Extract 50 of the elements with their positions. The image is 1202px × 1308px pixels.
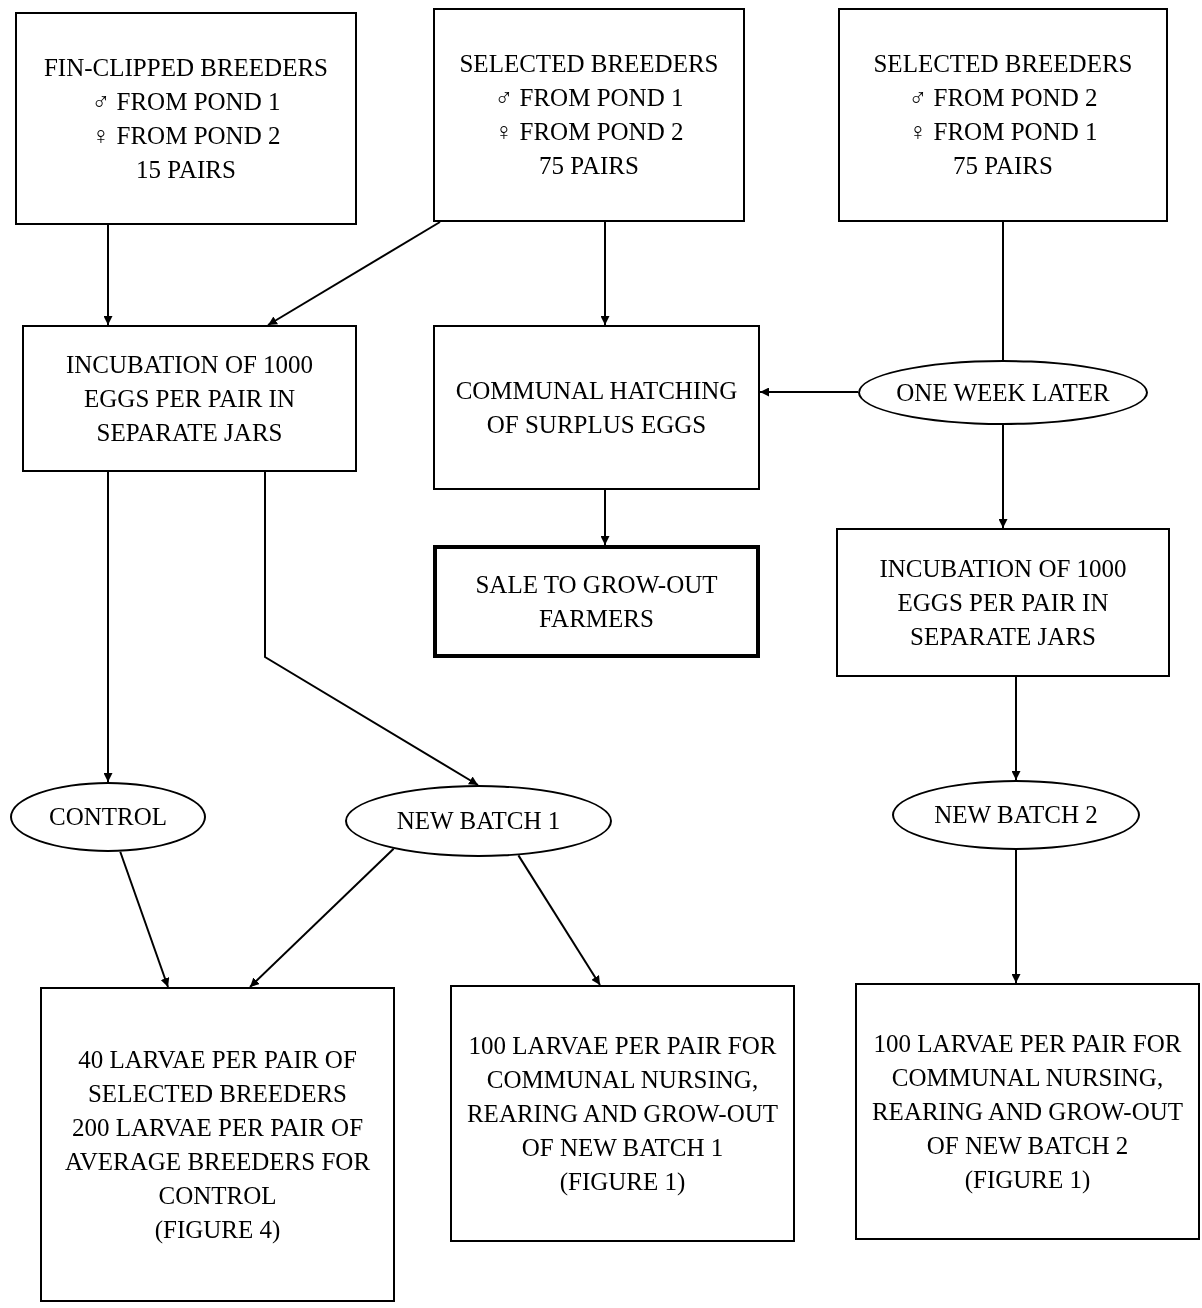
arrow (264, 471, 479, 786)
node-text: INCUBATION OF 1000 EGGS PER PAIR IN SEPARATE JARS (878, 553, 1128, 652)
process-box (15, 12, 357, 225)
node-text: SELECTED BREEDERS (873, 49, 1133, 79)
node-text: ♀ FROM POND 1 (908, 117, 1098, 147)
node-text: (FIGURE 1) (964, 1164, 1091, 1195)
arrow (119, 850, 170, 988)
arrow (267, 221, 441, 326)
outcome-box (433, 545, 760, 658)
process-box (450, 985, 795, 1242)
arrow (103, 471, 113, 783)
node-text: 75 PAIRS (953, 151, 1053, 181)
arrow (600, 221, 610, 326)
arrow (1011, 676, 1021, 781)
node-text: 200 LARVAE PER PAIR OF AVERAGE BREEDERS FOR CONTROL (63, 1112, 372, 1211)
node-text: FIN-CLIPPED BREEDERS (43, 52, 329, 83)
process-box (838, 8, 1168, 222)
node-text: SALE TO GROW-OUT FARMERS (474, 569, 719, 634)
node-text: 100 LARVAE PER PAIR FOR COMMUNAL NURSING, REARING AND GROW-OUT OF NEW BATCH 1 (465, 1030, 780, 1163)
process-box (836, 528, 1170, 677)
node-text: ♂ FROM POND 1 (494, 83, 684, 113)
arrow (998, 424, 1008, 529)
node-text: 100 LARVAE PER PAIR FOR COMMUNAL NURSING, REARING AND GROW-OUT OF NEW BATCH 2 (870, 1028, 1185, 1161)
node-text: (FIGURE 1) (559, 1166, 686, 1197)
arrow (249, 847, 395, 988)
node-text: 75 PAIRS (539, 151, 639, 181)
node-text: 15 PAIRS (136, 154, 236, 185)
node-text: 40 LARVAE PER PAIR OF SELECTED BREEDERS (77, 1044, 358, 1109)
node-text: INCUBATION OF 1000 EGGS PER PAIR IN SEPARATE JARS (64, 349, 315, 448)
process-box (40, 987, 395, 1302)
node-text: CONTROL (48, 802, 168, 832)
node-text: NEW BATCH 1 (396, 806, 561, 836)
process-box (433, 8, 745, 222)
arrow (600, 489, 610, 546)
node-text: SELECTED BREEDERS (459, 49, 719, 79)
process-box (22, 325, 357, 472)
node-text: (FIGURE 4) (154, 1214, 281, 1245)
node-text: NEW BATCH 2 (934, 800, 1098, 830)
node-text: ♀ FROM POND 2 (91, 120, 281, 151)
node-text: ♀ FROM POND 2 (494, 117, 684, 147)
process-box (855, 983, 1200, 1240)
arrow (103, 224, 113, 326)
node-text: ♂ FROM POND 1 (91, 86, 281, 117)
arrow (759, 387, 859, 397)
arrow (1011, 849, 1021, 984)
process-box (433, 325, 760, 490)
arrow (517, 854, 601, 986)
node-text: COMMUNAL HATCHING OF SURPLUS EGGS (454, 375, 739, 440)
node-text: ♂ FROM POND 2 (908, 83, 1098, 113)
node-text: ONE WEEK LATER (896, 377, 1110, 408)
